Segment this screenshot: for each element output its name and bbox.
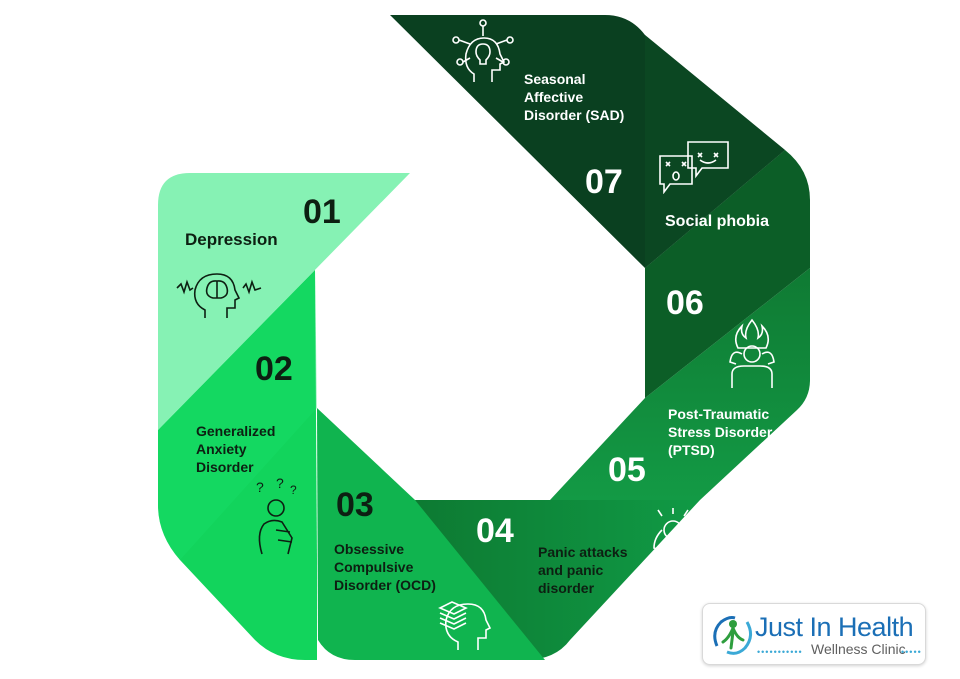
- segment-03-label: Obsessive Compulsive Disorder (OCD): [334, 541, 436, 593]
- anxious-person-icon: ? ? ?: [252, 478, 304, 556]
- clinic-logo: Just In Health ••••••••••• Wellness Clin…: [702, 603, 926, 665]
- head-brain-waves-icon: [175, 270, 265, 326]
- logo-brand: Just In Health: [755, 612, 914, 642]
- segment-06-label: Social phobia: [665, 213, 770, 230]
- segment-07-number: 07: [585, 163, 623, 201]
- segment-02-label: Generalized Anxiety Disorder: [196, 423, 276, 475]
- segment-01-number: 01: [303, 193, 341, 231]
- segment-03-number: 03: [336, 486, 374, 524]
- svg-text:?: ?: [290, 483, 297, 497]
- segment-05-number: 05: [608, 451, 646, 489]
- svg-text:?: ?: [276, 478, 284, 491]
- svg-text:?: ?: [256, 479, 264, 495]
- segment-03-band: [317, 408, 545, 660]
- segment-02-number: 02: [255, 350, 293, 388]
- segment-01-band: [158, 173, 410, 430]
- logo-dots-left: •••••••••••: [757, 647, 803, 657]
- segment-05-label: Post-Traumatic Stress Disorder (PTSD): [668, 406, 773, 458]
- chat-bubbles-icon: [658, 140, 730, 194]
- segment-06-number: 06: [666, 284, 704, 322]
- panic-person-icon: [648, 508, 698, 584]
- segment-04-label: Panic attacks and panic disorder: [538, 544, 628, 596]
- segment-02-band: [158, 270, 317, 660]
- person-flame-icon: [722, 318, 782, 390]
- head-layers-icon: [436, 596, 492, 652]
- segment-04-number: 04: [476, 512, 514, 550]
- logo-subtitle: Wellness Clinic: [811, 641, 906, 657]
- segment-06-band: [645, 150, 810, 398]
- segment-05-band: [550, 268, 810, 500]
- segment-01-label: Depression: [185, 230, 278, 249]
- head-lightbulb-icon: [448, 18, 518, 84]
- segment-07-label: Seasonal Affective Disorder (SAD): [524, 71, 625, 123]
- logo-figure-icon: [709, 610, 755, 663]
- logo-dots-right: •••••: [901, 647, 922, 657]
